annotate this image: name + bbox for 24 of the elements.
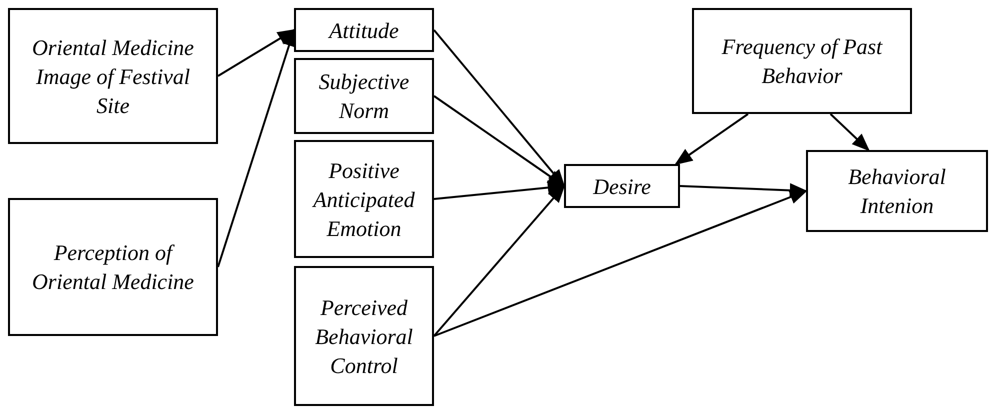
construct-label: Perceived Behavioral Control bbox=[314, 294, 414, 380]
construct-label: Oriental Medicine Image of Festival Site bbox=[31, 34, 195, 120]
arrow bbox=[434, 190, 808, 337]
construct-label: Positive Anticipated Emotion bbox=[311, 156, 416, 242]
arrow bbox=[830, 113, 870, 152]
construct-box bbox=[294, 140, 434, 258]
construct-label: Behavioral Intenion bbox=[847, 163, 947, 220]
construct-box bbox=[806, 150, 988, 232]
construct-box bbox=[564, 164, 680, 208]
construct-box bbox=[294, 58, 434, 134]
arrow bbox=[674, 113, 749, 166]
construct-label: Frequency of Past Behavior bbox=[720, 33, 884, 90]
construct-label: Subjective Norm bbox=[318, 68, 410, 125]
construct-box bbox=[294, 266, 434, 406]
construct-box bbox=[692, 8, 912, 114]
arrow bbox=[433, 184, 566, 337]
construct-box bbox=[294, 8, 434, 52]
construct-box bbox=[8, 8, 218, 144]
construct-label: Perception of Oriental Medicine bbox=[31, 239, 195, 296]
construct-box bbox=[8, 198, 218, 336]
construct-label: Attitude bbox=[329, 16, 399, 44]
arrow bbox=[680, 183, 808, 198]
arrow bbox=[217, 29, 296, 77]
construct-label: Desire bbox=[593, 172, 651, 200]
